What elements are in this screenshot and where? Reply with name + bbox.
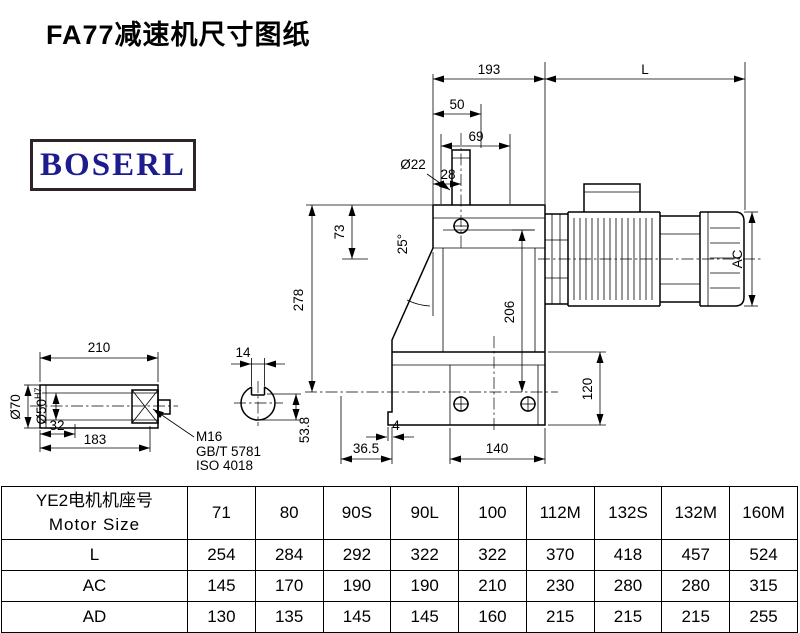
- dimension-value: 215: [593, 601, 663, 633]
- dimension-value: 322: [390, 539, 460, 571]
- dimension-value: 215: [661, 601, 731, 633]
- dim-label-183: 183: [84, 432, 107, 447]
- motor-size-col: 160M: [729, 486, 798, 540]
- shaft-section-detail: [234, 381, 283, 426]
- brand-logo: BOSERL: [30, 139, 196, 191]
- dimension-value: 210: [458, 570, 527, 602]
- dimension-annotations: 193 L 50 69 Ø22 28 73 25° 278 206 AC 120…: [8, 62, 758, 473]
- dim-label-angle: 25°: [395, 234, 410, 254]
- dim-label-53-8: 53.8: [297, 417, 312, 443]
- dimension-value: 130: [187, 601, 256, 633]
- dim-label-278: 278: [291, 289, 306, 312]
- dim-label-4: 4: [392, 418, 400, 433]
- note-label-gb-standard: GB/T 5781: [196, 444, 261, 459]
- motor-size-col: 90L: [390, 486, 460, 540]
- dimension-value: 315: [729, 570, 798, 602]
- dim-label-L: L: [641, 62, 649, 77]
- motor-side-view: [538, 183, 762, 307]
- dimension-value: 190: [390, 570, 460, 602]
- dim-label-bore-diameter: Ø50H7: [33, 387, 49, 424]
- dimension-value: 215: [525, 601, 595, 633]
- dimension-value: 280: [593, 570, 663, 602]
- header-line-cn: YE2电机机座号: [35, 491, 154, 510]
- dim-label-shaft-diameter: Ø22: [400, 157, 426, 172]
- header-line-en: Motor Size: [48, 515, 141, 534]
- dim-label-36-5: 36.5: [353, 441, 379, 456]
- dimension-value: 190: [322, 570, 392, 602]
- dimension-value: 254: [187, 539, 256, 571]
- motor-size-col: 132S: [593, 486, 663, 540]
- dimension-value: 230: [525, 570, 595, 602]
- dim-label-73: 73: [332, 224, 347, 239]
- dim-label-AC: AC: [730, 249, 745, 268]
- dimension-value: 145: [322, 601, 392, 633]
- dimension-value: 280: [661, 570, 731, 602]
- dim-label-32: 32: [49, 418, 64, 433]
- dim-label-210: 210: [88, 340, 111, 355]
- dim-label-14: 14: [235, 345, 251, 360]
- input-shaft: [451, 133, 471, 248]
- motor-size-col: 112M: [525, 486, 595, 540]
- dim-label-69: 69: [468, 129, 483, 144]
- dim-label-140: 140: [486, 441, 509, 456]
- dimension-value: 284: [254, 539, 324, 571]
- dimension-label: AD: [1, 601, 188, 633]
- dim-label-outer-diameter: Ø70: [8, 394, 23, 420]
- dimension-label: AC: [1, 570, 188, 602]
- dim-label-120: 120: [580, 378, 595, 401]
- end-bolt: [157, 399, 171, 415]
- motor-size-col: 71: [187, 486, 256, 540]
- dimension-value: 292: [322, 539, 392, 571]
- motor-size-col: 80: [254, 486, 324, 540]
- dimension-value: 524: [729, 539, 798, 571]
- dimension-value: 135: [254, 601, 324, 633]
- dimension-value: 145: [187, 570, 256, 602]
- motor-size-col: 90S: [322, 486, 392, 540]
- table-header-motor-size: YE2电机机座号 Motor Size: [1, 486, 188, 540]
- dimension-value: 370: [525, 539, 595, 571]
- dim-label-50: 50: [449, 97, 464, 112]
- dimension-value: 145: [390, 601, 460, 633]
- dimension-value: 418: [593, 539, 663, 571]
- note-label-m16: M16: [196, 429, 222, 444]
- dim-label-206: 206: [502, 301, 517, 324]
- page-title: FA77减速机尺寸图纸: [46, 20, 311, 50]
- dimension-value: 170: [254, 570, 324, 602]
- motor-size-col: 132M: [661, 486, 731, 540]
- dim-label-193: 193: [478, 62, 501, 77]
- dimension-label: L: [1, 539, 188, 571]
- dimension-value: 457: [661, 539, 731, 571]
- motor-size-col: 100: [458, 486, 527, 540]
- note-label-iso-standard: ISO 4018: [196, 458, 253, 473]
- terminal-box: [583, 183, 641, 212]
- dimension-value: 255: [729, 601, 798, 633]
- dim-label-28: 28: [440, 167, 455, 182]
- technical-drawing: 193 L 50 69 Ø22 28 73 25° 278 206 AC 120…: [8, 62, 762, 473]
- dimension-value: 160: [458, 601, 527, 633]
- dimension-value: 322: [458, 539, 527, 571]
